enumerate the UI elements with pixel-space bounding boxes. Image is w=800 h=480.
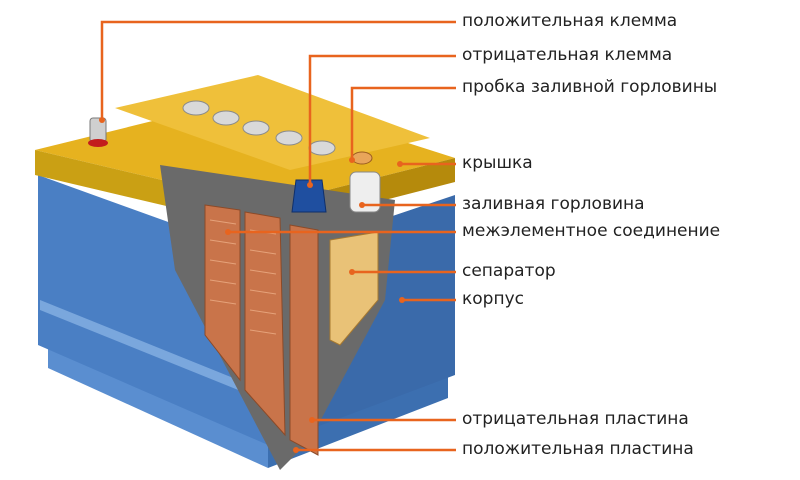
label-case: корпус — [462, 289, 524, 309]
case-highlight — [40, 300, 268, 402]
label-positive-terminal: положительная клемма — [462, 11, 678, 31]
label-lid: крышка — [462, 153, 533, 173]
leader-dots — [99, 117, 405, 453]
filler-neck-shape — [349, 151, 381, 213]
negative-terminal-shape — [291, 179, 327, 213]
leader-lines — [100, 20, 456, 452]
vent-caps — [182, 100, 336, 156]
plates — [204, 204, 319, 456]
label-filler-plug: пробка заливной горловины — [462, 77, 718, 97]
separator-shape — [329, 231, 379, 346]
label-intercell-connection: межэлементное соединение — [462, 221, 721, 241]
label-negative-plate: отрицательная пластина — [462, 409, 689, 429]
label-positive-plate: положительная пластина — [462, 439, 694, 459]
label-separator: сепаратор — [462, 261, 556, 281]
plate-ribs — [209, 219, 277, 335]
label-filler-neck: заливная горловина — [462, 194, 645, 214]
leader-positive-terminal — [100, 20, 456, 120]
leader-filler-plug — [350, 86, 456, 160]
leader-negative-terminal — [308, 54, 456, 185]
positive-terminal-shape — [88, 117, 108, 147]
label-negative-terminal: отрицательная клемма — [462, 45, 673, 65]
